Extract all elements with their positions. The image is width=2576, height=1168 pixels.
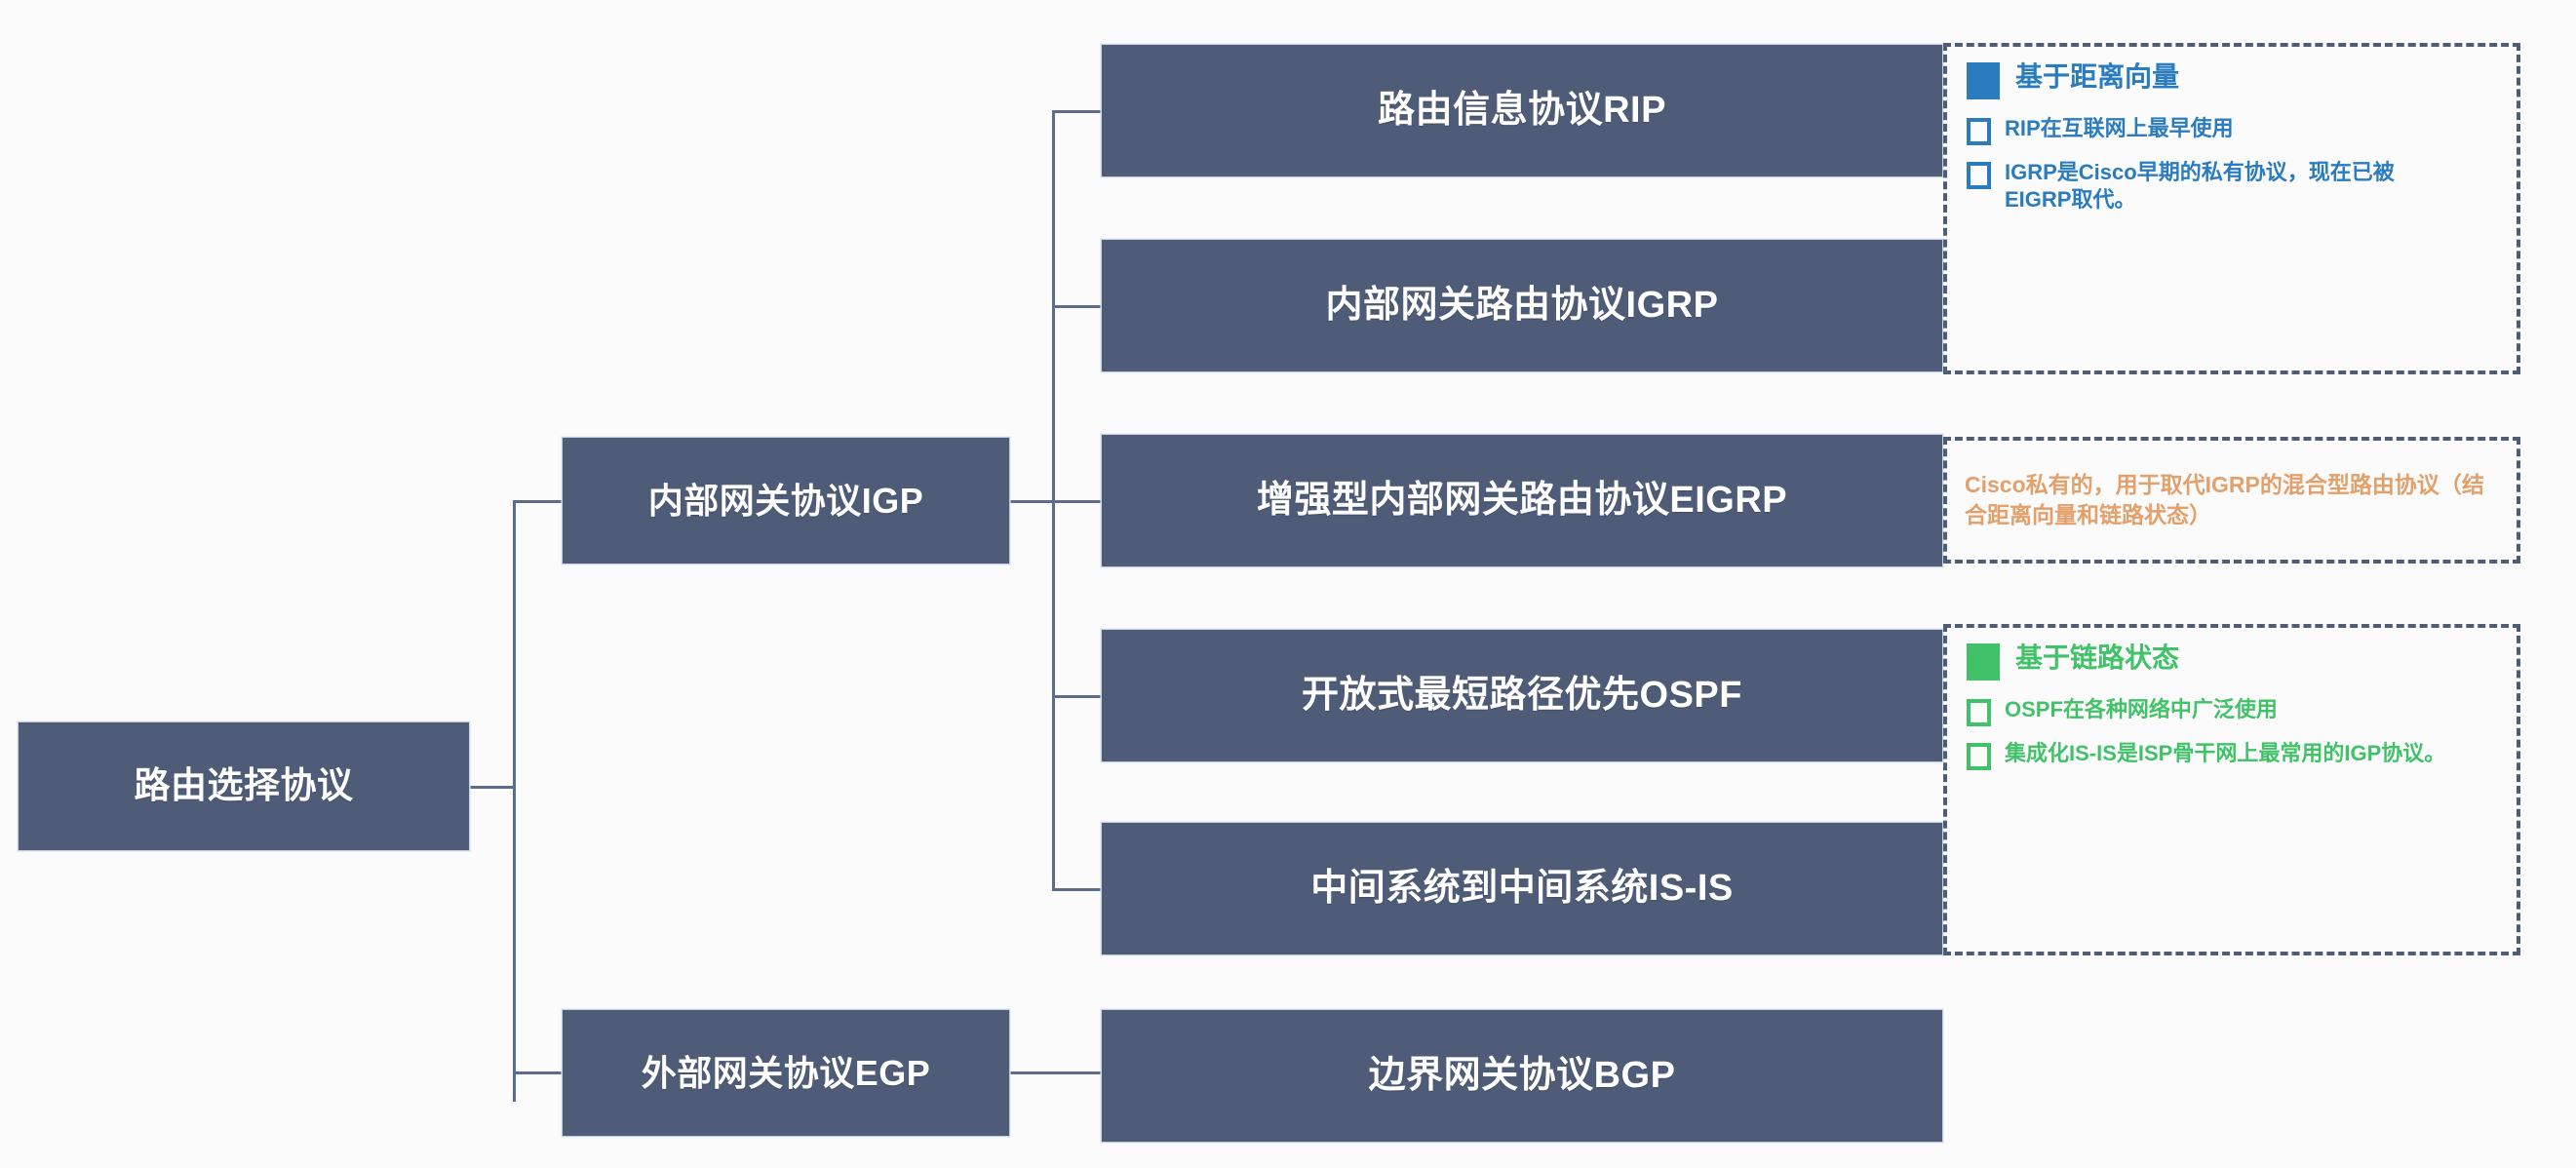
checkbox-icon bbox=[1967, 118, 1991, 145]
checkbox-icon bbox=[1967, 743, 1991, 770]
connector-egp-to-bgp bbox=[1009, 1071, 1101, 1074]
node-protocol-rip[interactable]: 路由信息协议RIP bbox=[1101, 44, 1943, 177]
annotation-bullet-text: OSPF在各种网络中广泛使用 bbox=[2005, 697, 2278, 721]
node-label: 边界网关协议BGP bbox=[1368, 1054, 1676, 1096]
annotation-bullet-text: 集成化IS-IS是ISP骨干网上最常用的IGP协议。 bbox=[2005, 741, 2446, 765]
node-protocol-igrp[interactable]: 内部网关路由协议IGRP bbox=[1101, 239, 1943, 372]
annotation-bullet: 集成化IS-IS是ISP骨干网上最常用的IGP协议。 bbox=[1967, 740, 2499, 770]
annotation-bullet: RIP在互联网上最早使用 bbox=[1967, 115, 2499, 145]
node-label: 开放式最短路径优先OSPF bbox=[1302, 674, 1742, 716]
connector-igp-to-ospf bbox=[1052, 695, 1101, 698]
annotation-bullet: IGRP是Cisco早期的私有协议，现在已被EIGRP取代。 bbox=[1967, 159, 2499, 214]
legend-swatch-green bbox=[1967, 643, 2000, 681]
annotation-heading-row: 基于距离向量 bbox=[1967, 60, 2499, 99]
connector-igp-to-rip bbox=[1052, 110, 1101, 113]
annotation-bullet: OSPF在各种网络中广泛使用 bbox=[1967, 696, 2499, 726]
annotation-heading-row: 基于链路状态 bbox=[1967, 642, 2499, 681]
node-label: 路由选择协议 bbox=[134, 765, 354, 806]
node-protocol-isis[interactable]: 中间系统到中间系统IS-IS bbox=[1101, 822, 1943, 955]
node-branch-egp[interactable]: 外部网关协议EGP bbox=[562, 1009, 1010, 1137]
checkbox-icon bbox=[1967, 699, 1991, 726]
node-label: 增强型内部网关路由协议EIGRP bbox=[1256, 479, 1788, 521]
annotation-panel-distance-vector: 基于距离向量 RIP在互联网上最早使用 IGRP是Cisco早期的私有协议，现在… bbox=[1943, 43, 2520, 374]
node-protocol-bgp[interactable]: 边界网关协议BGP bbox=[1101, 1009, 1943, 1143]
node-protocol-eigrp[interactable]: 增强型内部网关路由协议EIGRP bbox=[1101, 434, 1943, 567]
connector-root-to-igp bbox=[513, 500, 562, 503]
connector-igp-stub bbox=[1009, 500, 1054, 503]
node-protocol-ospf[interactable]: 开放式最短路径优先OSPF bbox=[1101, 629, 1943, 762]
connector-igp-to-eigrp bbox=[1052, 500, 1101, 503]
legend-swatch-blue bbox=[1967, 62, 2000, 99]
connector-root-spine bbox=[513, 500, 516, 1102]
node-label: 中间系统到中间系统IS-IS bbox=[1310, 867, 1734, 909]
connector-root-to-egp bbox=[513, 1071, 562, 1074]
annotation-bullet-text: IGRP是Cisco早期的私有协议，现在已被EIGRP取代。 bbox=[2005, 160, 2395, 213]
node-label: 内部网关路由协议IGRP bbox=[1325, 284, 1719, 326]
annotation-bullet-text: RIP在互联网上最早使用 bbox=[2005, 116, 2234, 140]
node-root-routing-protocol[interactable]: 路由选择协议 bbox=[18, 721, 470, 851]
connector-igp-to-igrp bbox=[1052, 305, 1101, 308]
node-label: 路由信息协议RIP bbox=[1378, 89, 1666, 131]
connector-root-stub bbox=[470, 786, 515, 789]
annotation-heading: 基于距离向量 bbox=[2015, 61, 2180, 92]
node-branch-igp[interactable]: 内部网关协议IGP bbox=[562, 437, 1010, 565]
annotation-note-text: Cisco私有的，用于取代IGRP的混合型路由协议（结合距离向量和链路状态） bbox=[1965, 471, 2484, 527]
annotation-heading: 基于链路状态 bbox=[2015, 642, 2180, 673]
checkbox-icon bbox=[1967, 162, 1991, 189]
node-label: 外部网关协议EGP bbox=[641, 1052, 931, 1093]
connector-igp-to-isis bbox=[1052, 888, 1101, 891]
annotation-panel-eigrp-note: Cisco私有的，用于取代IGRP的混合型路由协议（结合距离向量和链路状态） bbox=[1943, 437, 2520, 564]
annotation-panel-link-state: 基于链路状态 OSPF在各种网络中广泛使用 集成化IS-IS是ISP骨干网上最常… bbox=[1943, 624, 2520, 955]
node-label: 内部网关协议IGP bbox=[647, 480, 924, 521]
